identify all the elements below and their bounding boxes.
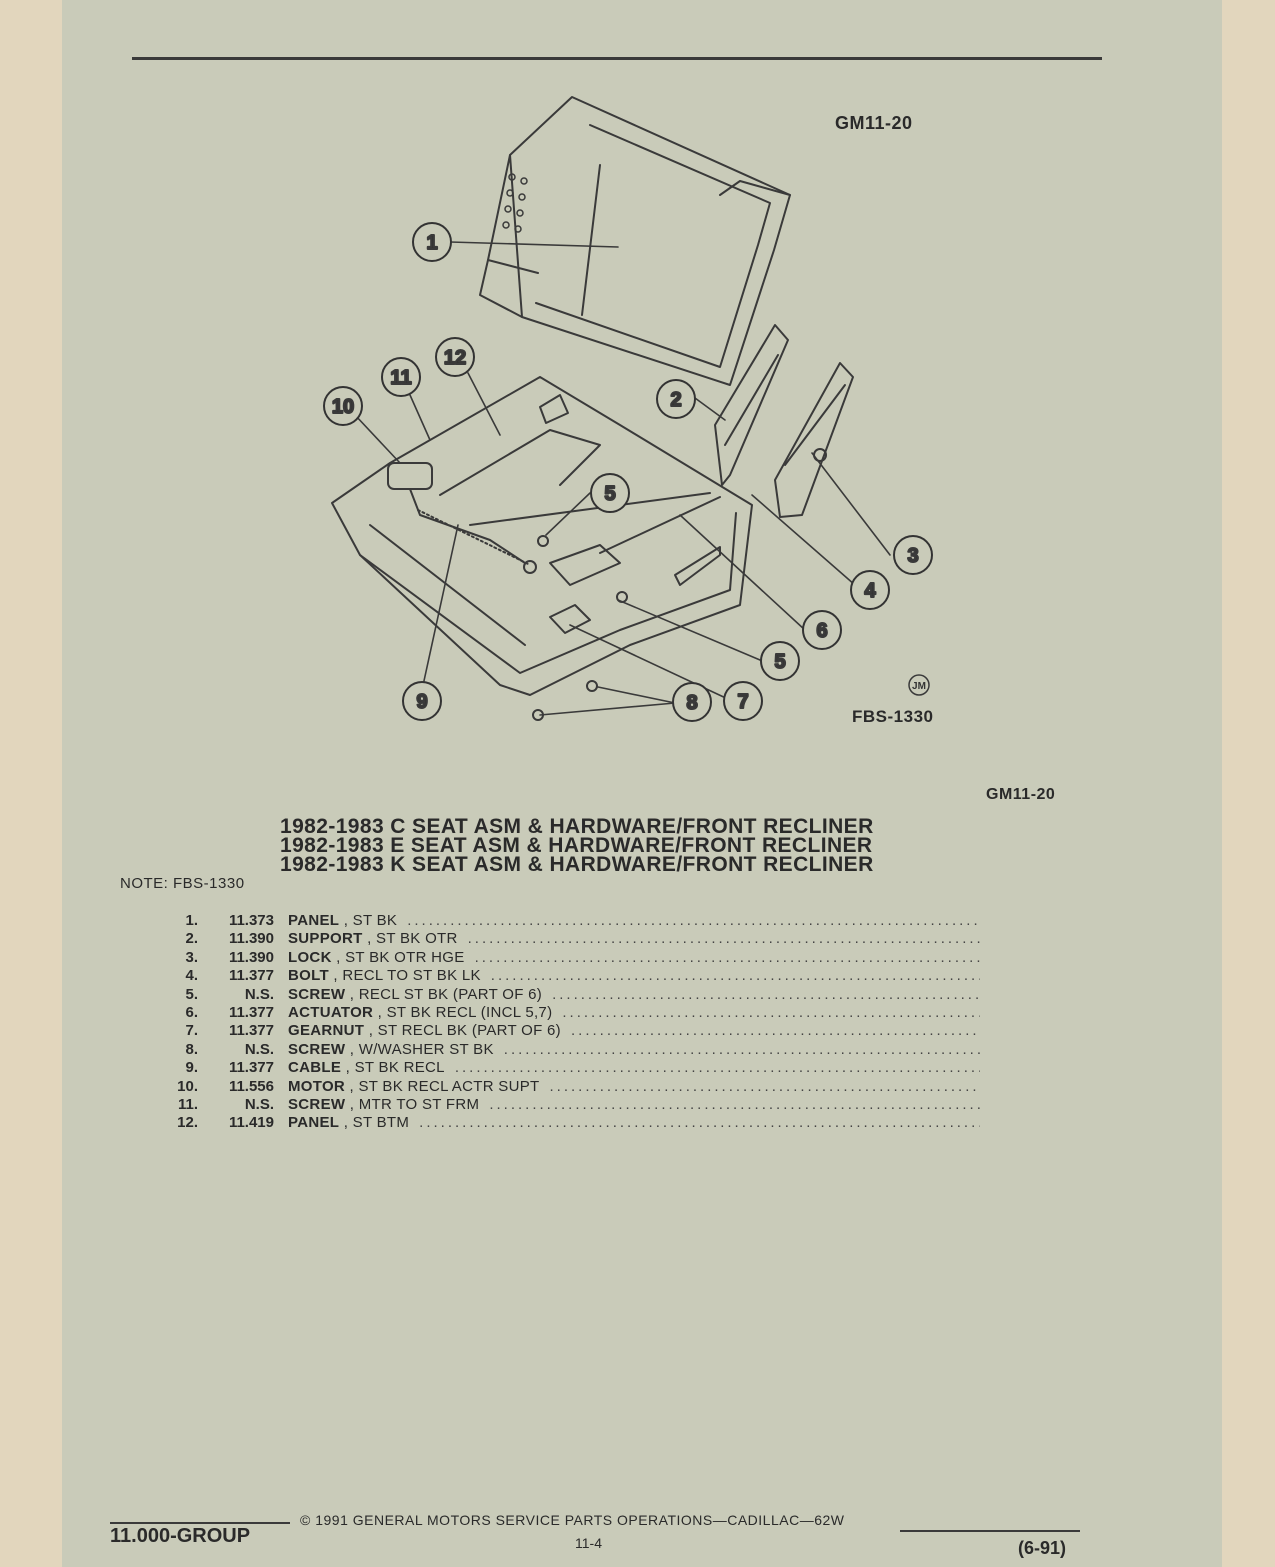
svg-text:10: 10 [332,396,354,418]
svg-text:3: 3 [907,545,918,567]
callout-1: 1 [412,222,452,262]
svg-text:6: 6 [816,620,827,642]
callout-4: 4 [850,570,890,610]
callout-11: 11 [381,357,421,397]
callout-6: 6 [802,610,842,650]
svg-text:12: 12 [444,347,466,369]
section-titles: 1982-1983 C SEAT ASM & HARDWARE/FRONT RE… [280,815,980,876]
svg-text:5: 5 [774,651,785,673]
seat-bottom-frame [331,376,753,696]
top-rule [132,57,1102,60]
svg-text:1: 1 [426,232,437,254]
footer-page-number: 11-4 [575,1535,602,1551]
footer-group: 11.000-GROUP [110,1525,251,1547]
svg-text:4: 4 [864,580,876,602]
footer-date-code: (6-91) [1018,1538,1067,1558]
note: NOTE: FBS-1330 [120,875,245,892]
callout-5a: 5 [590,473,630,513]
footer-rule-right [900,1530,1080,1532]
part-row: 11.N.S.SCREW , MTR TO ST FRM [160,1096,980,1114]
title-line-k: 1982-1983 K SEAT ASM & HARDWARE/FRONT RE… [280,853,874,876]
callout-10: 10 [323,386,363,426]
callout-7: 7 [723,681,763,721]
callout-12: 12 [435,337,475,377]
figure-id-list: GM11-20 [986,786,1056,803]
back-support-brackets [714,324,854,518]
artist-mark-logo: JM [908,674,930,696]
svg-text:9: 9 [416,691,427,713]
figure-id-top: GM11-20 [835,113,913,133]
title-line-c: 1982-1983 C SEAT ASM & HARDWARE/FRONT RE… [280,815,874,838]
actuator-assembly [537,496,721,634]
svg-text:JM: JM [912,681,926,692]
callout-9: 9 [402,681,442,721]
seat-recliner-diagram: 1 2 3 4 5 5 6 7 8 9 10 11 12 JM [323,96,933,722]
callout-3: 3 [893,535,933,575]
footer-rule-left [110,1522,290,1524]
part-row: 5.N.S.SCREW , RECL ST BK (PART OF 6) [160,986,980,1004]
part-row: 8.N.S.SCREW , W/WASHER ST BK [160,1041,980,1059]
motor-and-cable [387,462,537,574]
footer-copyright: © 1991 GENERAL MOTORS SERVICE PARTS OPER… [300,1512,845,1528]
svg-text:7: 7 [737,691,748,713]
callout-5b: 5 [760,641,800,681]
svg-text:11: 11 [390,367,411,389]
title-line-e: 1982-1983 E SEAT ASM & HARDWARE/FRONT RE… [280,834,873,857]
callout-8: 8 [672,682,712,722]
svg-text:5: 5 [604,483,615,505]
svg-text:2: 2 [670,389,681,411]
paper-sheet [62,0,1222,1567]
callout-2: 2 [656,379,696,419]
leader-lines [354,241,891,716]
figure-code: FBS-1330 [852,707,934,726]
svg-text:8: 8 [686,692,697,714]
seat-back-panel [479,96,791,386]
